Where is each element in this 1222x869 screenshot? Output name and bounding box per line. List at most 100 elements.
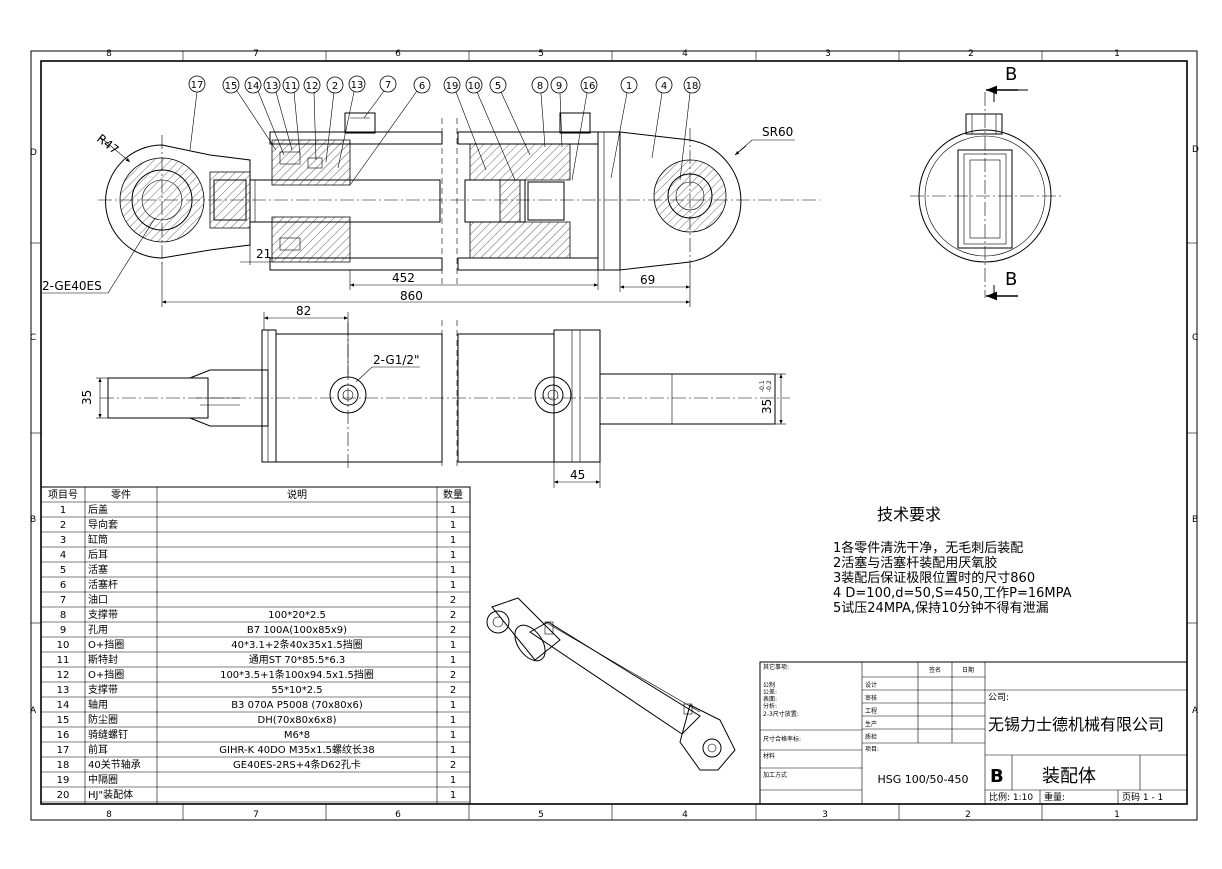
balloon-number: 1: [626, 81, 632, 92]
role-label: 生产: [865, 720, 877, 728]
balloon-number: 17: [191, 80, 204, 91]
bom-item-number: 2: [60, 520, 66, 531]
bom-part-name: 支撑带: [88, 608, 118, 621]
project-label: 项目:: [865, 746, 879, 753]
bom-quantity: 2: [450, 685, 456, 696]
bom-part-name: O+挡圈: [88, 668, 124, 681]
bom-part-name: 活塞: [88, 563, 108, 576]
tolerance-line: 公制: [763, 681, 775, 689]
balloon-number: 12: [306, 81, 319, 92]
dimension-text: 45: [570, 468, 585, 482]
col-label-bottom: 4: [682, 810, 688, 820]
row-label-left: A: [30, 706, 37, 716]
bom-row: 20 HJ"装配体 1: [57, 788, 457, 801]
bom-item-number: 7: [60, 595, 66, 606]
section-view: [98, 112, 820, 285]
bom-quantity: 1: [450, 580, 456, 591]
balloon: 10: [465, 76, 516, 181]
role-label: 审核: [865, 694, 877, 702]
bearing-label: 2-GE40ES: [42, 279, 102, 293]
bom-quantity: 1: [450, 640, 456, 651]
tolerance-upper: -0.1: [759, 380, 766, 392]
balloon: 2: [325, 76, 344, 163]
bom-item-number: 20: [57, 790, 70, 801]
balloon: 16: [571, 76, 598, 181]
iso-view: [486, 597, 736, 771]
row-label-right: A: [1192, 706, 1199, 716]
bom-quantity: 1: [450, 790, 456, 801]
bom-quantity: 1: [450, 775, 456, 786]
bom-quantity: 1: [450, 565, 456, 576]
balloon-number: 16: [583, 81, 596, 92]
port-label: 2-G1/2": [373, 353, 420, 367]
tolerance-line: 2-3尺寸放置:: [763, 710, 799, 718]
tech-line: 5试压24MPA,保持10分钟不得有泄漏: [833, 600, 1049, 616]
radius-label: SR60: [762, 125, 793, 139]
col-label-bottom: 8: [106, 810, 112, 820]
bom-description: B3 070A P5008 (70x80x6): [231, 700, 363, 711]
col-label-top: 3: [825, 49, 831, 59]
technical-requirements: 技术要求 1各零件清洗干净，无毛刺后装配 2活塞与活塞杆装配用厌氧胶 3装配后保…: [833, 505, 1072, 616]
bom-part-name: 支撑带: [88, 683, 118, 696]
row-label-right: C: [1192, 333, 1198, 343]
balloon: 6: [349, 76, 431, 186]
col-label-bottom: 1: [1114, 810, 1120, 820]
tech-line: 1各零件清洗干净，无毛刺后装配: [833, 540, 1023, 556]
col-label-bottom: 5: [538, 810, 544, 820]
balloon-number: 14: [247, 81, 260, 92]
bom-part-name: 孔用: [88, 624, 108, 636]
balloon: 13: [263, 76, 293, 151]
balloon: 5: [489, 76, 531, 156]
bom-part-name: 前耳: [88, 743, 108, 756]
signature-header: 签名: [929, 666, 941, 674]
bom-item-number: 3: [60, 535, 66, 546]
top-view: [100, 320, 790, 470]
col-label-bottom: 2: [965, 810, 971, 820]
balloon: 11: [282, 76, 301, 156]
dimension-text: 21: [256, 247, 271, 261]
company-label: 公司:: [988, 692, 1009, 703]
bom-part-name: 中隔圈: [88, 773, 118, 786]
dimension-text: 35: [80, 390, 94, 405]
bom-item-number: 13: [57, 685, 70, 696]
col-label-top: 7: [253, 49, 259, 59]
balloon-number: 11: [285, 81, 298, 92]
bom-header: 说明: [287, 488, 307, 501]
balloon: 8: [531, 76, 549, 148]
zone-labels: 8 7 6 5 4 3 2 1 8 7 6 5 4 3 2 1 D C B A …: [30, 49, 1199, 820]
bom-quantity: 1: [450, 535, 456, 546]
bom-header: 项目号: [48, 489, 78, 501]
bom-quantity: 2: [450, 670, 456, 681]
bom-item-number: 6: [60, 580, 66, 591]
bom-item-number: 16: [57, 730, 70, 741]
balloon: 13: [337, 75, 366, 169]
balloon-number: 10: [468, 81, 481, 92]
tech-line: 4 D=100,d=50,S=450,工作P=16MPA: [833, 586, 1072, 601]
col-label-top: 1: [1114, 49, 1120, 59]
size-tolerance-label: 尺寸合格率标:: [763, 735, 801, 743]
bom-part-name: 斯特封: [88, 653, 118, 666]
bom-description: DH(70x80x6x8): [258, 715, 337, 726]
balloon: 17: [188, 75, 206, 151]
col-label-top: 6: [395, 49, 401, 59]
tech-title: 技术要求: [877, 505, 941, 524]
col-label-top: 8: [106, 49, 112, 59]
bom-item-number: 18: [57, 760, 70, 771]
bom-part-name: HJ"装配体: [88, 788, 133, 801]
scale-label: 比例: 1:10: [989, 791, 1033, 803]
balloon-number: 8: [537, 81, 543, 92]
tolerance-line: 公差:: [763, 688, 777, 696]
bom-description: M6*8: [284, 730, 310, 741]
balloon-number: 15: [225, 81, 238, 92]
